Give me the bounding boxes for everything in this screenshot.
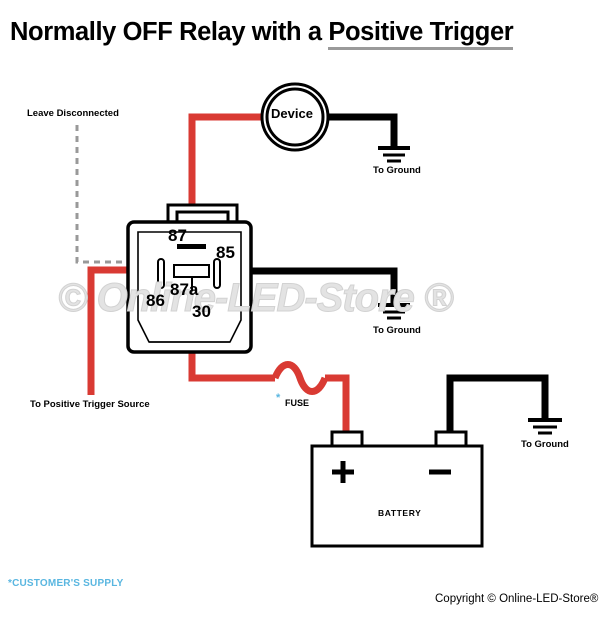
- relay-pin-87: [177, 244, 206, 249]
- label-relay-pin-87a: 87a: [170, 280, 199, 299]
- label-to-ground-battery: To Ground: [521, 439, 569, 450]
- battery-terminal-positive: [330, 430, 364, 448]
- relay-body: [126, 203, 253, 354]
- title-underlined-part: Positive Trigger: [328, 18, 514, 50]
- battery-plus-symbol: [332, 461, 354, 483]
- label-device: Device: [271, 106, 313, 121]
- battery-body: [310, 430, 484, 548]
- label-relay-pin-85: 85: [216, 243, 235, 262]
- label-relay-pin-30: 30: [192, 302, 211, 321]
- ground-symbol-pin85: [378, 303, 410, 320]
- wire-red-fuse-to-battery-positive: [325, 374, 350, 432]
- label-to-ground-device: To Ground: [373, 165, 421, 176]
- relay-pin-87a: [173, 264, 210, 278]
- label-leave-disconnected: Leave Disconnected: [27, 108, 119, 119]
- page-title: Normally OFF Relay with a Positive Trigg…: [10, 18, 514, 50]
- ground-symbol-battery: [528, 418, 562, 435]
- relay-pin-86: [157, 258, 165, 289]
- label-copyright: Copyright © Online-LED-Store®: [435, 593, 599, 605]
- device-inner-circle: [265, 87, 325, 147]
- label-to-ground-pin85: To Ground: [373, 325, 421, 336]
- label-relay-pin-87: 87: [168, 226, 187, 245]
- ground-symbol-device: [378, 146, 410, 163]
- title-prefix: Normally OFF Relay with a: [10, 18, 329, 46]
- label-customers-supply: *CUSTOMER'S SUPPLY: [8, 578, 124, 589]
- wire-black-pin85-to-ground: [222, 267, 398, 305]
- fuse-symbol: [271, 361, 329, 395]
- label-to-positive-trigger-source: To Positive Trigger Source: [30, 399, 150, 410]
- label-fuse: FUSE: [285, 398, 310, 408]
- wire-black-device-to-ground: [328, 113, 398, 148]
- battery-terminal-negative: [434, 430, 468, 448]
- label-battery: BATTERY: [378, 508, 422, 518]
- label-relay-pin-86: 86: [146, 291, 165, 310]
- label-fuse-asterisk: *: [276, 392, 281, 404]
- wire-black-battery-negative-to-ground: [446, 374, 549, 432]
- relay-pin-85: [213, 258, 221, 289]
